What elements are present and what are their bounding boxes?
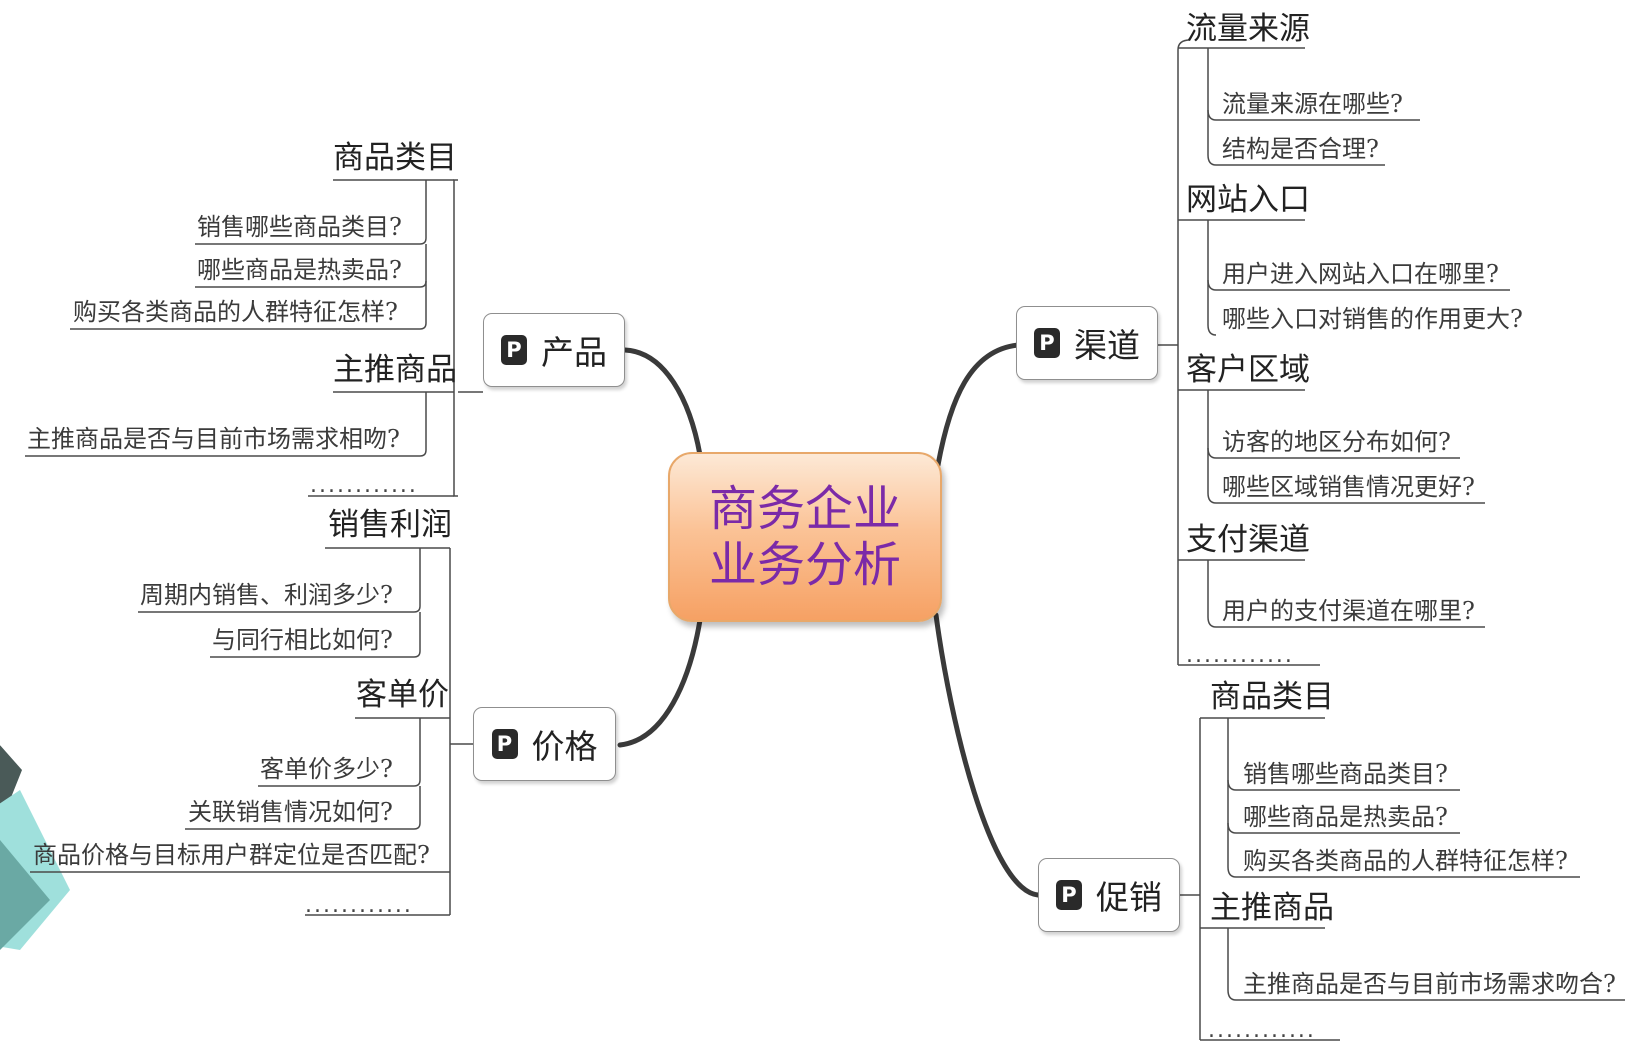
product-group-item: 购买各类商品的人群特征怎样? [73, 298, 398, 326]
channel-group-item: 哪些区域销售情况更好? [1222, 473, 1475, 501]
product-group-item: 主推商品是否与目前市场需求相吻? [27, 425, 400, 453]
price-group-title: 销售利润 [328, 507, 452, 543]
branch-promotion-label: 促销 [1096, 878, 1162, 917]
product-group-item: 销售哪些商品类目? [197, 213, 402, 241]
product-group-title: 商品类目 [333, 140, 457, 176]
price-group-item: 周期内销售、利润多少? [140, 581, 393, 609]
central-topic: 商务企业 业务分析 [668, 452, 942, 622]
curve-to-promotion [933, 612, 1041, 898]
decorative-cube-shape [0, 745, 70, 950]
channel-group-item: 哪些入口对销售的作用更大? [1222, 305, 1523, 333]
product-group-item: 哪些商品是热卖品? [197, 256, 402, 284]
promotion-group-item: 销售哪些商品类目? [1243, 760, 1448, 788]
price-group-title: 客单价 [356, 677, 449, 713]
branch-channel-label: 渠道 [1074, 326, 1140, 365]
price-group-item: 关联销售情况如何? [188, 798, 393, 826]
price-group-item: 客单价多少? [260, 755, 393, 783]
branch-channel-node[interactable]: P 渠道 [1016, 306, 1158, 380]
promotion-group-title: 主推商品 [1210, 890, 1334, 926]
central-topic-line2: 业务分析 [708, 537, 901, 593]
p-icon: P [1034, 328, 1060, 358]
curve-to-product [622, 347, 703, 458]
channel-ellipsis: ............ [1186, 643, 1294, 668]
promotion-group-item: 哪些商品是热卖品? [1243, 803, 1448, 831]
channel-group-title: 支付渠道 [1186, 522, 1310, 558]
p-icon: P [1056, 880, 1082, 910]
promotion-group-title: 商品类目 [1210, 679, 1334, 715]
price-group-item: 与同行相比如何? [212, 626, 393, 654]
product-group-title: 主推商品 [333, 352, 457, 388]
branch-promotion-node[interactable]: P 促销 [1038, 858, 1180, 932]
channel-group-title: 客户区域 [1186, 352, 1310, 388]
curve-to-price [617, 617, 703, 748]
price-group-item: 商品价格与目标用户群定位是否匹配? [33, 841, 430, 869]
channel-group-item: 结构是否合理? [1222, 135, 1379, 163]
channel-group-title: 网站入口 [1186, 182, 1310, 218]
channel-group-item: 访客的地区分布如何? [1222, 428, 1451, 456]
branch-price-node[interactable]: P 价格 [473, 707, 616, 781]
promotion-ellipsis: ............ [1208, 1018, 1316, 1043]
channel-group-title: 流量来源 [1186, 11, 1310, 47]
branch-product-label: 产品 [541, 333, 607, 372]
promotion-group-item: 购买各类商品的人群特征怎样? [1243, 847, 1568, 875]
channel-group-item: 流量来源在哪些? [1222, 90, 1403, 118]
channel-group-item: 用户的支付渠道在哪里? [1222, 597, 1475, 625]
branch-product-node[interactable]: P 产品 [483, 313, 625, 387]
p-icon: P [501, 335, 527, 365]
central-topic-line1: 商务企业 [708, 481, 901, 537]
channel-group-item: 用户进入网站入口在哪里? [1222, 260, 1499, 288]
product-ellipsis: ............ [310, 473, 418, 498]
curve-to-channel [935, 342, 1021, 468]
branch-price-label: 价格 [531, 727, 598, 766]
promotion-group-item: 主推商品是否与目前市场需求吻合? [1243, 970, 1616, 998]
price-ellipsis: ............ [305, 893, 413, 918]
p-icon: P [491, 729, 518, 759]
